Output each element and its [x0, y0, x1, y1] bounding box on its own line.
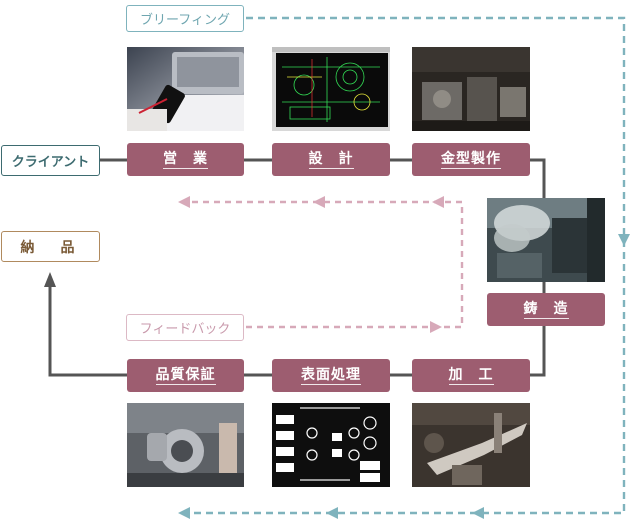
step-sales: 営 業 [127, 143, 244, 176]
step-mold: 金型製作 [412, 143, 530, 176]
step-casting: 鋳 造 [487, 293, 605, 326]
feedback-label: フィードバック [139, 322, 231, 337]
step-quality-label: 品質保証 [155, 366, 216, 385]
step-surface: 表面処理 [272, 359, 390, 392]
casting-photo [487, 198, 605, 282]
feedback-route [180, 200, 464, 329]
client-box: クライアント [1, 145, 100, 176]
step-design-label: 設 計 [308, 150, 354, 169]
briefing-arrow-left-2 [326, 507, 338, 519]
client-label: クライアント [11, 155, 90, 170]
feedback-arrow-right [430, 321, 442, 333]
step-mold-label: 金型製作 [441, 150, 501, 169]
step-machining-label: 加 工 [448, 366, 494, 385]
feedback-arrow-left-1 [432, 196, 444, 208]
step-sales-label: 営 業 [163, 150, 208, 169]
feedback-tag: フィードバック [126, 314, 244, 341]
feedback-arrow-left-3 [178, 196, 190, 208]
surface-photo [272, 403, 390, 487]
briefing-arrow-down [618, 234, 630, 246]
sales-photo [127, 47, 244, 131]
briefing-tag: ブリーフィング [126, 5, 244, 32]
delivery-box: 納 品 [1, 231, 100, 262]
delivery-label: 納 品 [20, 239, 81, 256]
step-machining: 加 工 [412, 359, 530, 392]
step-quality: 品質保証 [127, 359, 244, 392]
mold-photo [412, 47, 530, 131]
feedback-arrow-left-2 [313, 196, 325, 208]
step-surface-label: 表面処理 [301, 366, 361, 385]
briefing-label: ブリーフィング [140, 13, 230, 28]
step-casting-label: 鋳 造 [523, 300, 569, 319]
quality-photo [127, 403, 244, 487]
step-design: 設 計 [272, 143, 390, 176]
machining-photo [412, 403, 530, 487]
process-connector [48, 158, 546, 377]
design-photo [272, 47, 390, 131]
briefing-arrow-left-1 [472, 507, 484, 519]
briefing-route [180, 16, 626, 515]
delivery-arrowhead [44, 272, 56, 287]
briefing-arrow-left-3 [178, 507, 190, 519]
